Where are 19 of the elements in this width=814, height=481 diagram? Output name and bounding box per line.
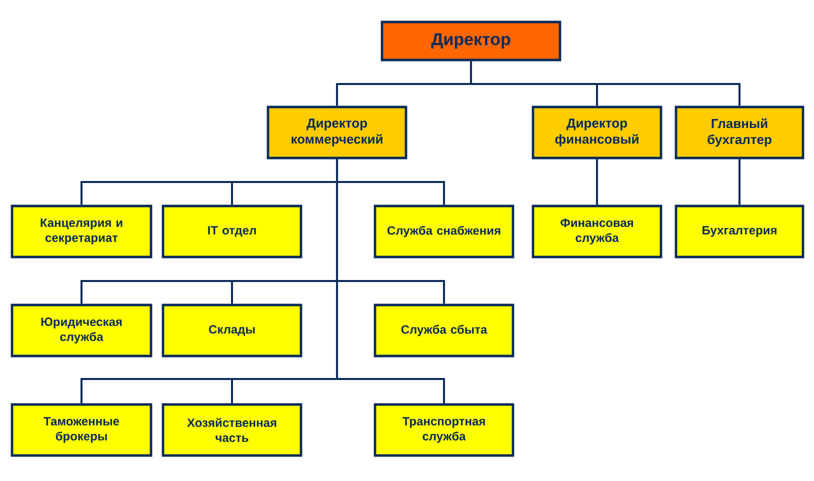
connector-line [738,159,740,205]
connector-line [596,159,598,205]
department-box: Служба снабжения [374,204,514,258]
department-box: Транспортная служба [374,403,514,457]
department-box: Таможенные брокеры [10,403,152,457]
department-box: IT отдел [162,204,302,258]
department-box: Юридическая служба [10,304,152,358]
department-box: Служба сбыта [374,304,514,358]
director-box: Директор [380,20,562,62]
department-box: Бухгалтерия [674,204,804,258]
department-box: Финансовая служба [532,204,662,258]
connector-line [470,61,740,106]
department-box: Хозяйственная часть [162,403,302,457]
department-box: Склады [162,304,302,358]
department-box: Канцелярия и секретариат [10,204,152,258]
manager-box: Директор финансовый [532,106,662,160]
manager-box: Директор коммерческий [266,106,408,160]
manager-box: Главный бухгалтер [674,106,804,160]
connector-line [336,159,445,404]
